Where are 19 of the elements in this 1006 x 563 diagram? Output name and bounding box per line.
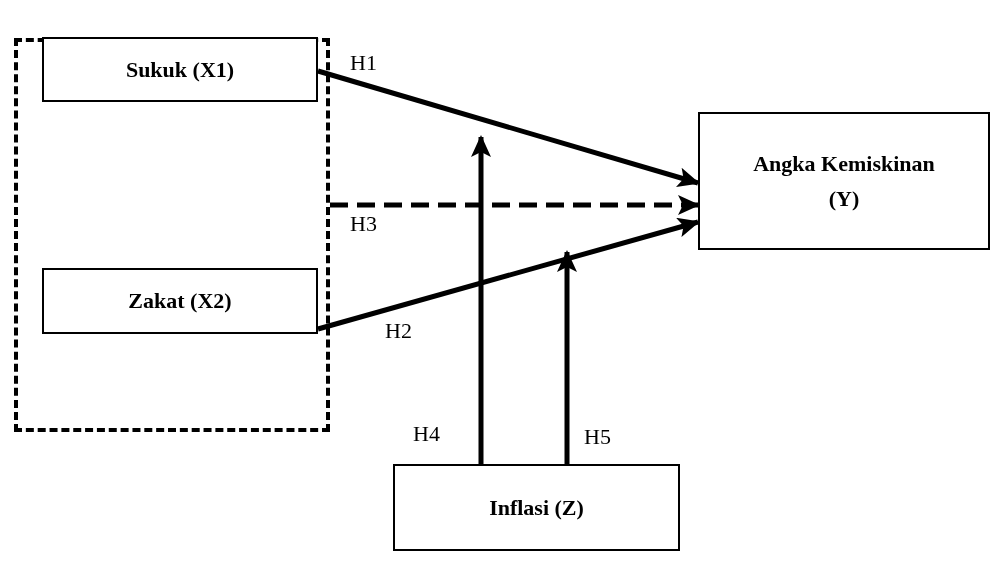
edge-label: H5 <box>584 426 611 448</box>
arrow <box>317 217 700 332</box>
variable-box <box>698 112 990 250</box>
variable-name: Zakat (X2) <box>128 287 232 316</box>
variable-name: Inflasi (Z) <box>489 493 584 522</box>
variable-box <box>42 37 318 102</box>
arrow <box>317 68 700 187</box>
variable-box <box>42 268 318 334</box>
arrow <box>330 195 700 215</box>
variable-box <box>393 464 680 551</box>
variable-name: Angka Kemiskinan (Y) <box>752 149 936 213</box>
edge-label: H2 <box>385 320 412 342</box>
dashed-group-box <box>14 38 330 432</box>
edge-label: H1 <box>350 52 377 74</box>
edge-label: H4 <box>413 423 440 445</box>
arrow <box>471 135 491 464</box>
arrow <box>557 250 577 464</box>
edge-label: H3 <box>350 213 377 235</box>
variable-name: Sukuk (X1) <box>125 55 235 84</box>
